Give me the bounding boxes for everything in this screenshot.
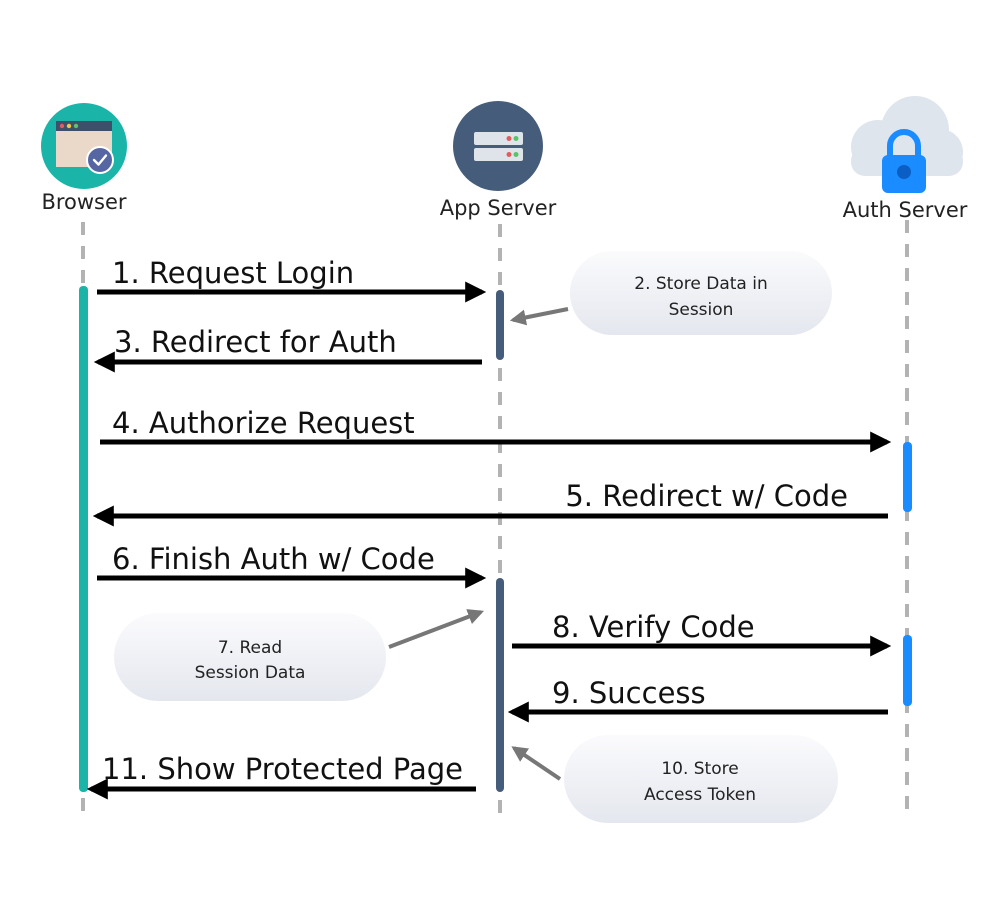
note-arrow-10 (511, 746, 562, 781)
note-text-7-line1: 7. Read (218, 638, 282, 658)
actor-label-browser: Browser (41, 190, 126, 214)
note-text-2-line2: Session (669, 300, 734, 320)
note-arrow-2 (509, 307, 569, 326)
note-text-10-line1: 10. Store (661, 759, 738, 779)
message-label-9: 9. Success (552, 676, 706, 710)
message-label-1: 1. Request Login (112, 256, 354, 290)
activation-app-server-1 (496, 290, 504, 360)
message-label-8: 8. Verify Code (552, 610, 755, 644)
activation-auth-server-1 (903, 442, 912, 512)
activation-app-server-2 (496, 578, 504, 792)
browser-icon (41, 103, 127, 189)
server-icon (453, 101, 543, 191)
activation-browser (79, 286, 88, 792)
note-text-2-line1: 2. Store Data in (634, 274, 767, 294)
note-text-7-line2: Session Data (195, 663, 306, 683)
message-label-6: 6. Finish Auth w/ Code (112, 542, 435, 576)
message-label-4: 4. Authorize Request (112, 406, 415, 440)
message-label-5: 5. Redirect w/ Code (565, 479, 848, 513)
note-text-10-line2: Access Token (644, 785, 756, 805)
cloud-lock-icon (851, 96, 963, 193)
message-label-11: 11. Show Protected Page (102, 752, 463, 786)
note-arrow-7 (388, 609, 484, 649)
activation-auth-server-2 (903, 635, 912, 706)
note-read-session (114, 613, 386, 701)
actor-label-auth-server: Auth Server (843, 198, 968, 222)
note-store-token (564, 735, 838, 823)
actor-label-app-server: App Server (440, 196, 557, 220)
message-label-3: 3. Redirect for Auth (114, 325, 397, 359)
note-store-session (570, 251, 832, 335)
